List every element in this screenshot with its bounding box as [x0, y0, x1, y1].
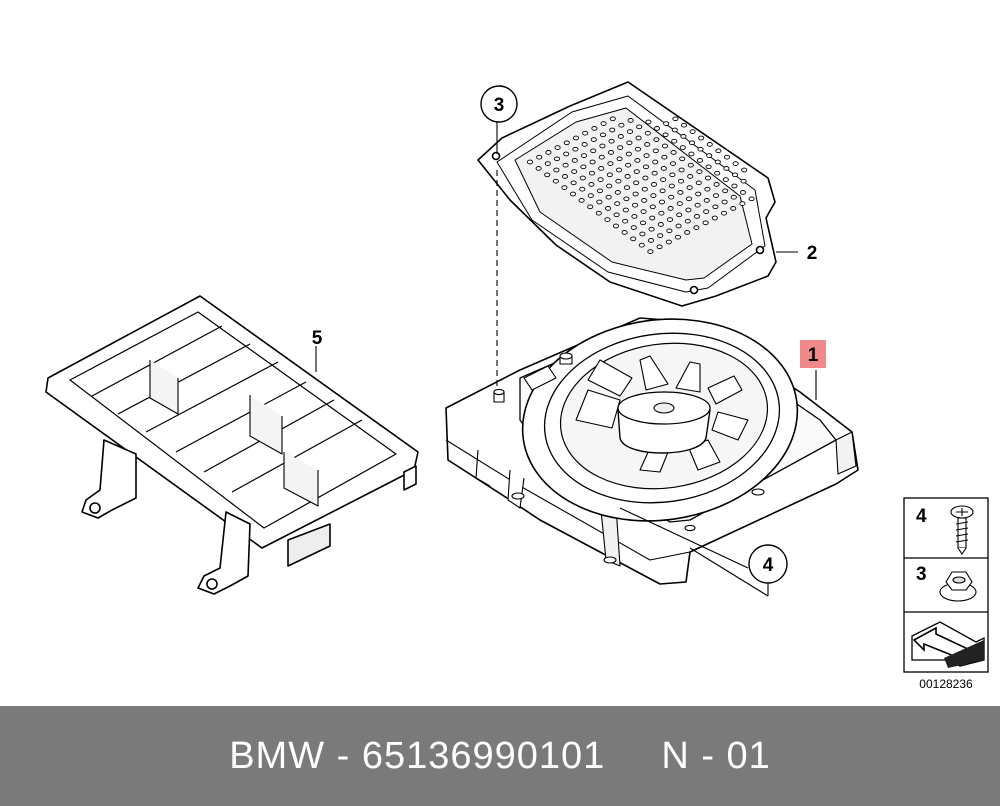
revision-code: N - 01 — [661, 734, 771, 777]
svg-text:5: 5 — [312, 328, 323, 349]
svg-text:1: 1 — [808, 345, 819, 366]
screw-icon — [950, 505, 974, 555]
svg-text:4: 4 — [763, 555, 774, 576]
legend-item-3-number: 3 — [916, 564, 927, 585]
grille-perforations — [526, 116, 755, 254]
svg-text:3: 3 — [494, 95, 505, 116]
part-number: BMW - 65136990101 — [229, 734, 606, 777]
hardware-legend: 4 3 00128236 — [903, 497, 989, 691]
callout-3: 3 — [480, 85, 518, 123]
callout-2: 2 — [807, 243, 818, 264]
leader-lines — [315, 120, 817, 597]
direction-arrow-icon — [911, 621, 985, 668]
parts-diagram: 3 2 1 5 4 4 3 — [45, 81, 989, 691]
nut-icon — [939, 571, 977, 602]
diagram-code: 00128236 — [919, 677, 973, 691]
callout-4: 4 — [748, 544, 788, 584]
svg-text:2: 2 — [807, 243, 818, 264]
callout-1: 1 — [800, 340, 826, 368]
legend-item-4-number: 4 — [916, 506, 927, 527]
subwoofer-housing — [445, 317, 859, 585]
speaker-frame-bracket — [45, 295, 419, 595]
callout-5: 5 — [312, 328, 323, 349]
footer-bar: BMW - 65136990101 N - 01 — [0, 706, 1000, 806]
speaker-grille-cover — [477, 81, 777, 307]
